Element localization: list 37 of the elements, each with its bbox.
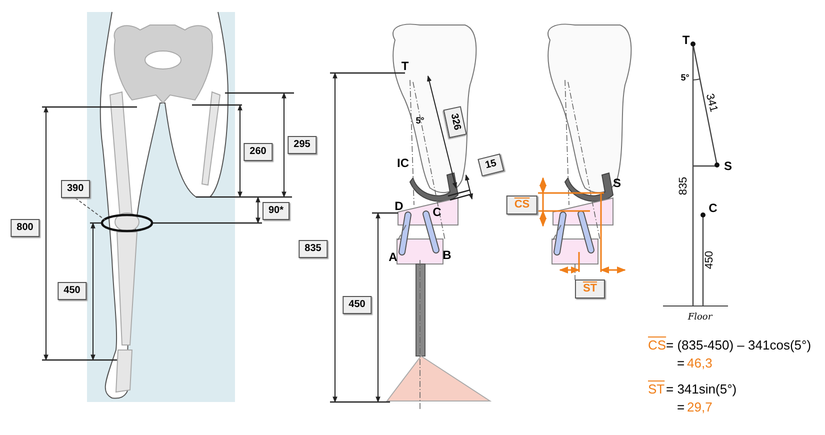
point-label: S xyxy=(724,160,732,172)
point-label: C xyxy=(432,206,442,218)
dimension-value: 835 xyxy=(298,240,328,258)
dimension-value: 800 xyxy=(10,219,40,237)
formula-symbol: ST xyxy=(648,382,665,396)
result-value: 46,3 xyxy=(687,356,712,370)
length-label: 450 xyxy=(704,250,716,270)
point-label: C xyxy=(708,202,718,214)
dimension-value: ST xyxy=(574,280,606,298)
point-label: B xyxy=(442,249,452,261)
point-label: A xyxy=(388,251,398,263)
dimension-value: 15 xyxy=(478,153,504,177)
point-label: S xyxy=(613,177,621,189)
dimension-value: 90* xyxy=(262,202,290,220)
result-value: 29,7 xyxy=(687,400,712,414)
formula: = (835-450) – 341cos(5°) xyxy=(666,338,812,352)
length-label: 835 xyxy=(678,176,690,196)
leader-line xyxy=(74,198,106,220)
formula: = xyxy=(677,356,685,370)
length-label: 341 xyxy=(703,92,719,114)
point-label: T xyxy=(682,34,690,46)
point-label: D xyxy=(394,200,404,212)
dimension-value: 450 xyxy=(342,296,372,314)
point-label: IC xyxy=(397,157,409,169)
formula-symbol: CS xyxy=(648,338,666,352)
angle-label: 5° xyxy=(416,116,424,126)
dimension-value: 260 xyxy=(244,143,272,161)
point-label: T xyxy=(401,60,409,72)
dimension-value: 390 xyxy=(61,180,90,198)
dimension-value: 295 xyxy=(288,136,316,154)
formula: = 341sin(5°) xyxy=(666,382,737,396)
dimension-value: 450 xyxy=(58,282,86,300)
floor-label: Floor xyxy=(688,314,712,322)
knee-ring xyxy=(100,214,154,232)
formula: = xyxy=(677,400,685,414)
dimension-value: CS xyxy=(506,196,538,214)
angle-label: 5° xyxy=(680,74,690,82)
